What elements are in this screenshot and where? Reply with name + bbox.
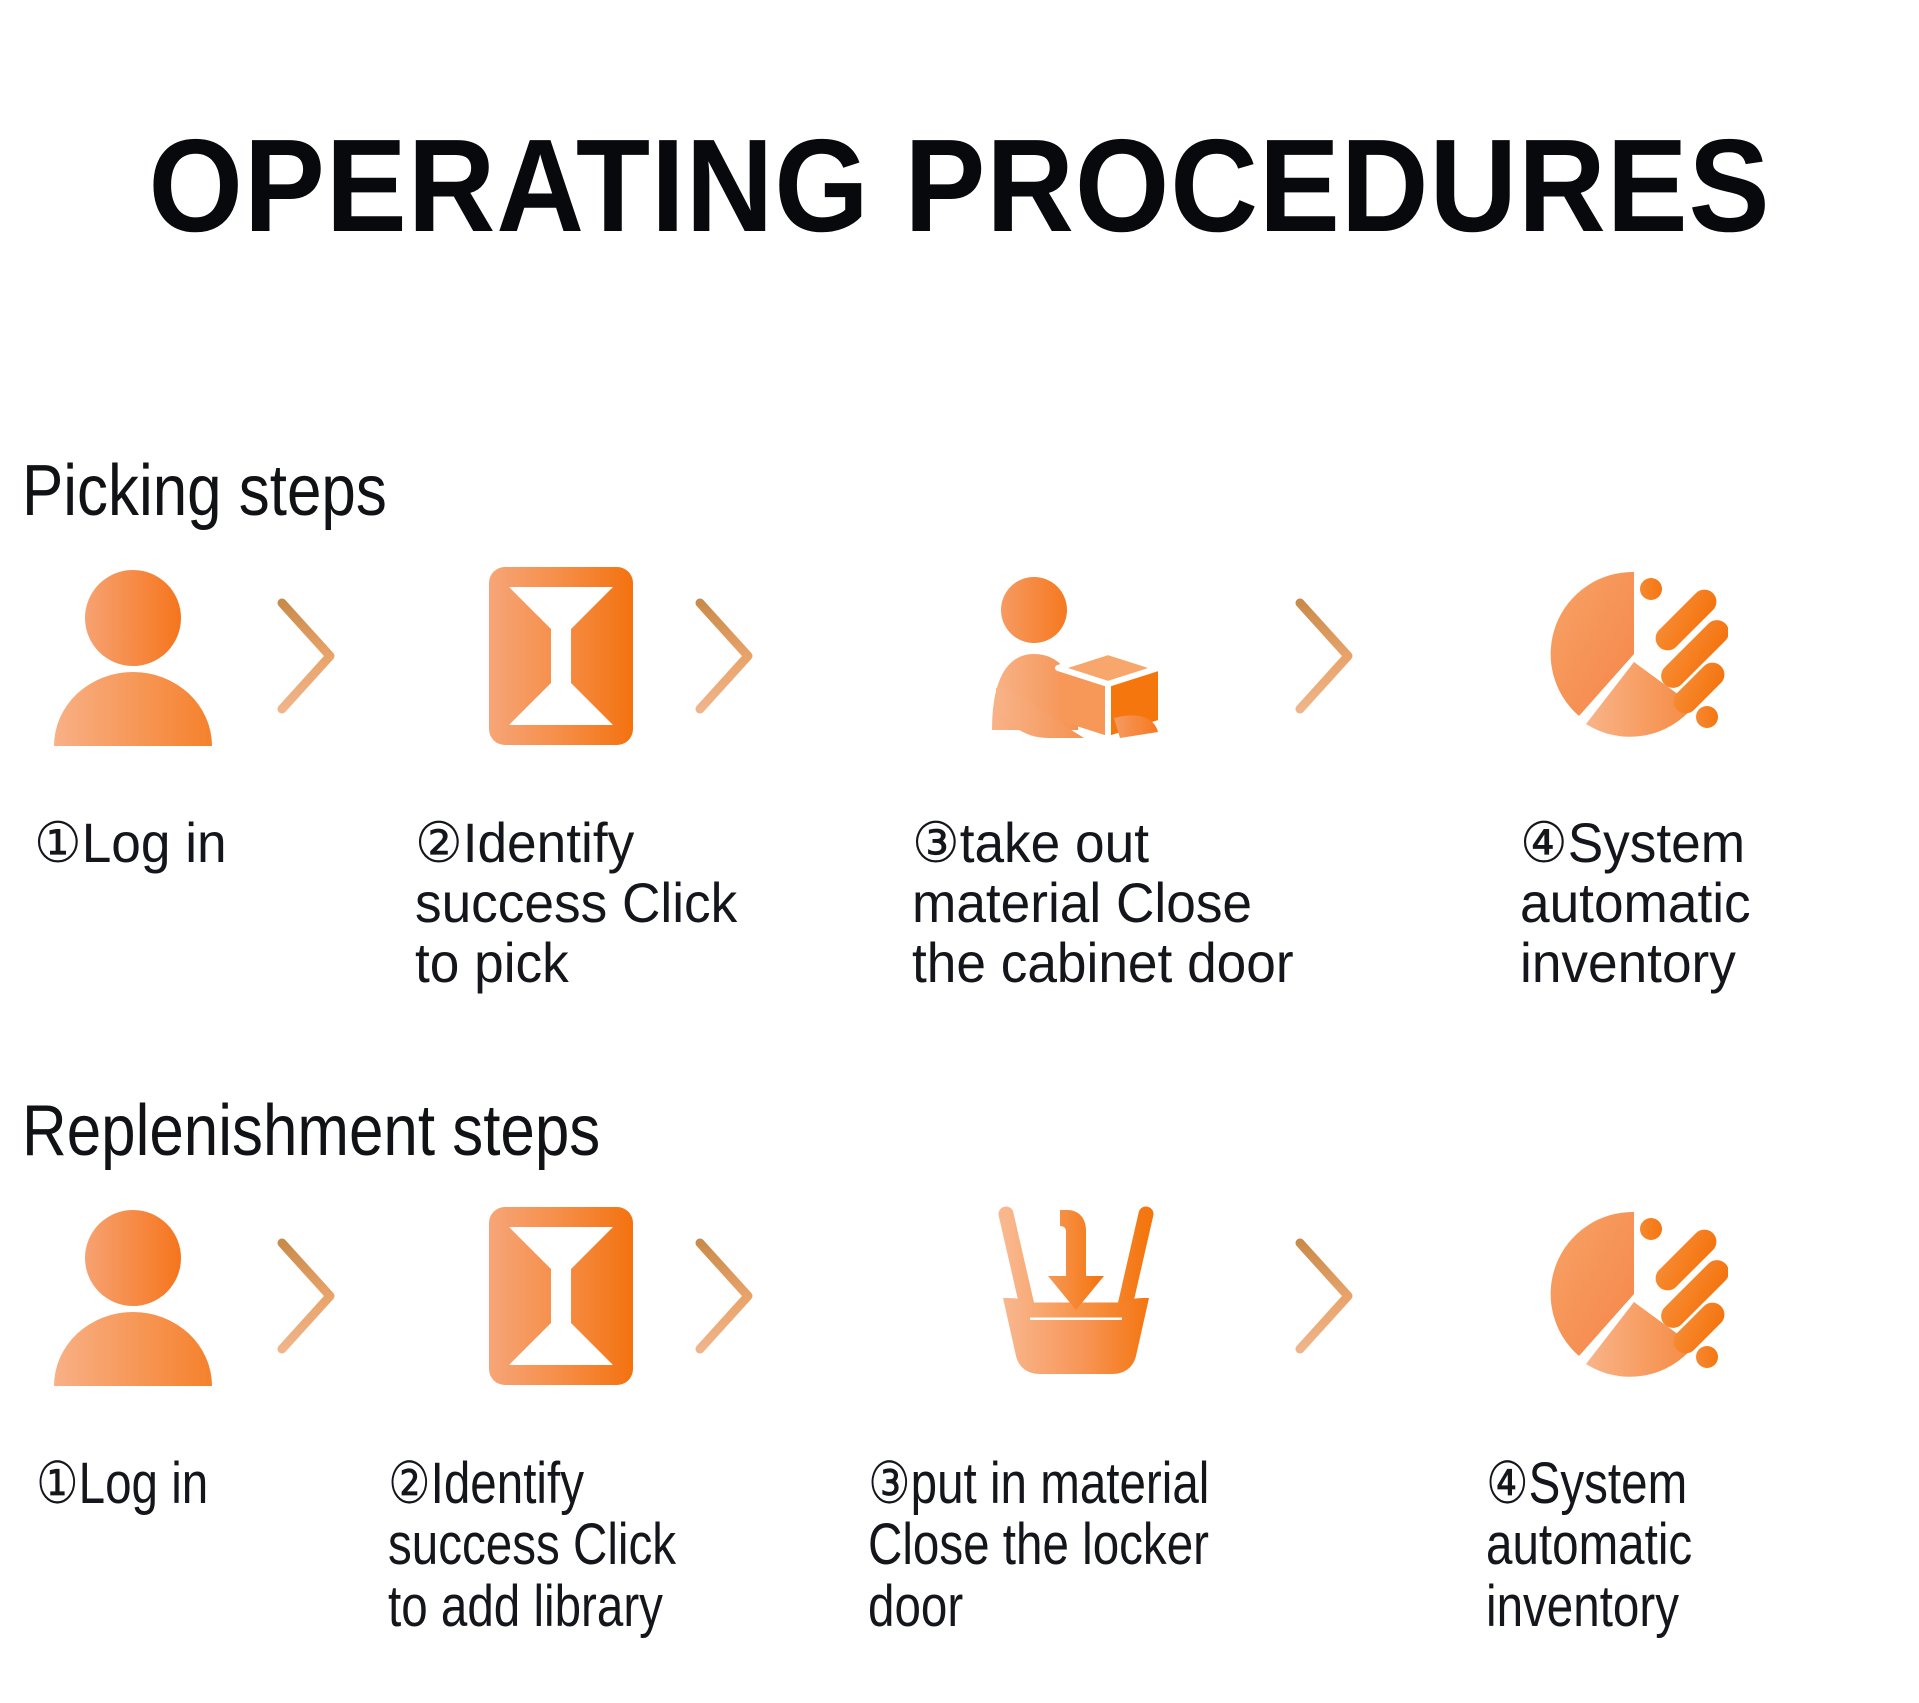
separator-6 — [1290, 1231, 1380, 1361]
chevron-bar-icon — [695, 1238, 773, 1354]
replenishment-heading-row: Replenishment steps — [0, 1095, 1919, 1203]
put-in-basket-icon — [998, 1206, 1154, 1374]
separator-2 — [690, 591, 780, 721]
replenishment-icon-strip — [0, 1203, 1919, 1453]
user-login-icon — [54, 1209, 212, 1386]
step-icon-pie-2[interactable] — [1548, 1203, 1728, 1388]
step-icon-identify-1[interactable] — [487, 563, 635, 748]
person-carry-box-icon — [992, 576, 1161, 738]
chevron-bar-icon — [277, 598, 355, 714]
section-picking: Picking steps — [0, 455, 1919, 1063]
step-label-8: ④System automatic inventory — [1486, 1451, 1693, 1639]
pie-chart-icon — [1550, 571, 1728, 737]
step-label-7: ③put in material Close the locker door — [868, 1451, 1210, 1639]
step-label-2: ②Identify success Click to pick — [415, 811, 738, 994]
step-icon-put-in[interactable] — [986, 1203, 1166, 1388]
step-icon-carry-box[interactable] — [986, 563, 1186, 748]
step-label-1: ①Log in — [34, 811, 227, 874]
picking-label-strip: ①Log in ②Identify success Click to pick … — [0, 813, 1919, 1063]
chevron-bar-icon — [1295, 598, 1373, 714]
identify-scan-icon — [489, 1206, 633, 1385]
step-icon-identify-2[interactable] — [487, 1203, 635, 1388]
step-label-5: ①Log in — [36, 1451, 209, 1516]
chevron-bar-icon — [277, 1238, 355, 1354]
replenishment-label-strip: ①Log in ②Identify success Click to add l… — [0, 1453, 1919, 1703]
separator-4 — [272, 1231, 362, 1361]
picking-heading-row: Picking steps — [0, 455, 1919, 563]
separator-1 — [272, 591, 362, 721]
separator-5 — [690, 1231, 780, 1361]
pie-chart-icon — [1550, 1211, 1728, 1377]
step-icon-user-login-2[interactable] — [48, 1203, 218, 1388]
chevron-bar-icon — [695, 598, 773, 714]
section-heading-replenishment: Replenishment steps — [22, 1091, 601, 1171]
step-label-6: ②Identify success Click to add library — [388, 1451, 677, 1639]
chevron-bar-icon — [1295, 1238, 1373, 1354]
identify-scan-icon — [489, 566, 633, 745]
step-icon-user-login-1[interactable] — [48, 563, 218, 748]
step-icon-pie-1[interactable] — [1548, 563, 1728, 748]
page-title: OPERATING PROCEDURES — [148, 112, 1771, 259]
section-heading-picking: Picking steps — [22, 451, 387, 531]
picking-icon-strip — [0, 563, 1919, 813]
step-label-4: ④System automatic inventory — [1520, 811, 1751, 994]
step-label-3: ③take out material Close the cabinet doo… — [912, 811, 1294, 994]
section-replenishment: Replenishment steps — [0, 1095, 1919, 1703]
separator-3 — [1290, 591, 1380, 721]
user-login-icon — [54, 569, 212, 746]
